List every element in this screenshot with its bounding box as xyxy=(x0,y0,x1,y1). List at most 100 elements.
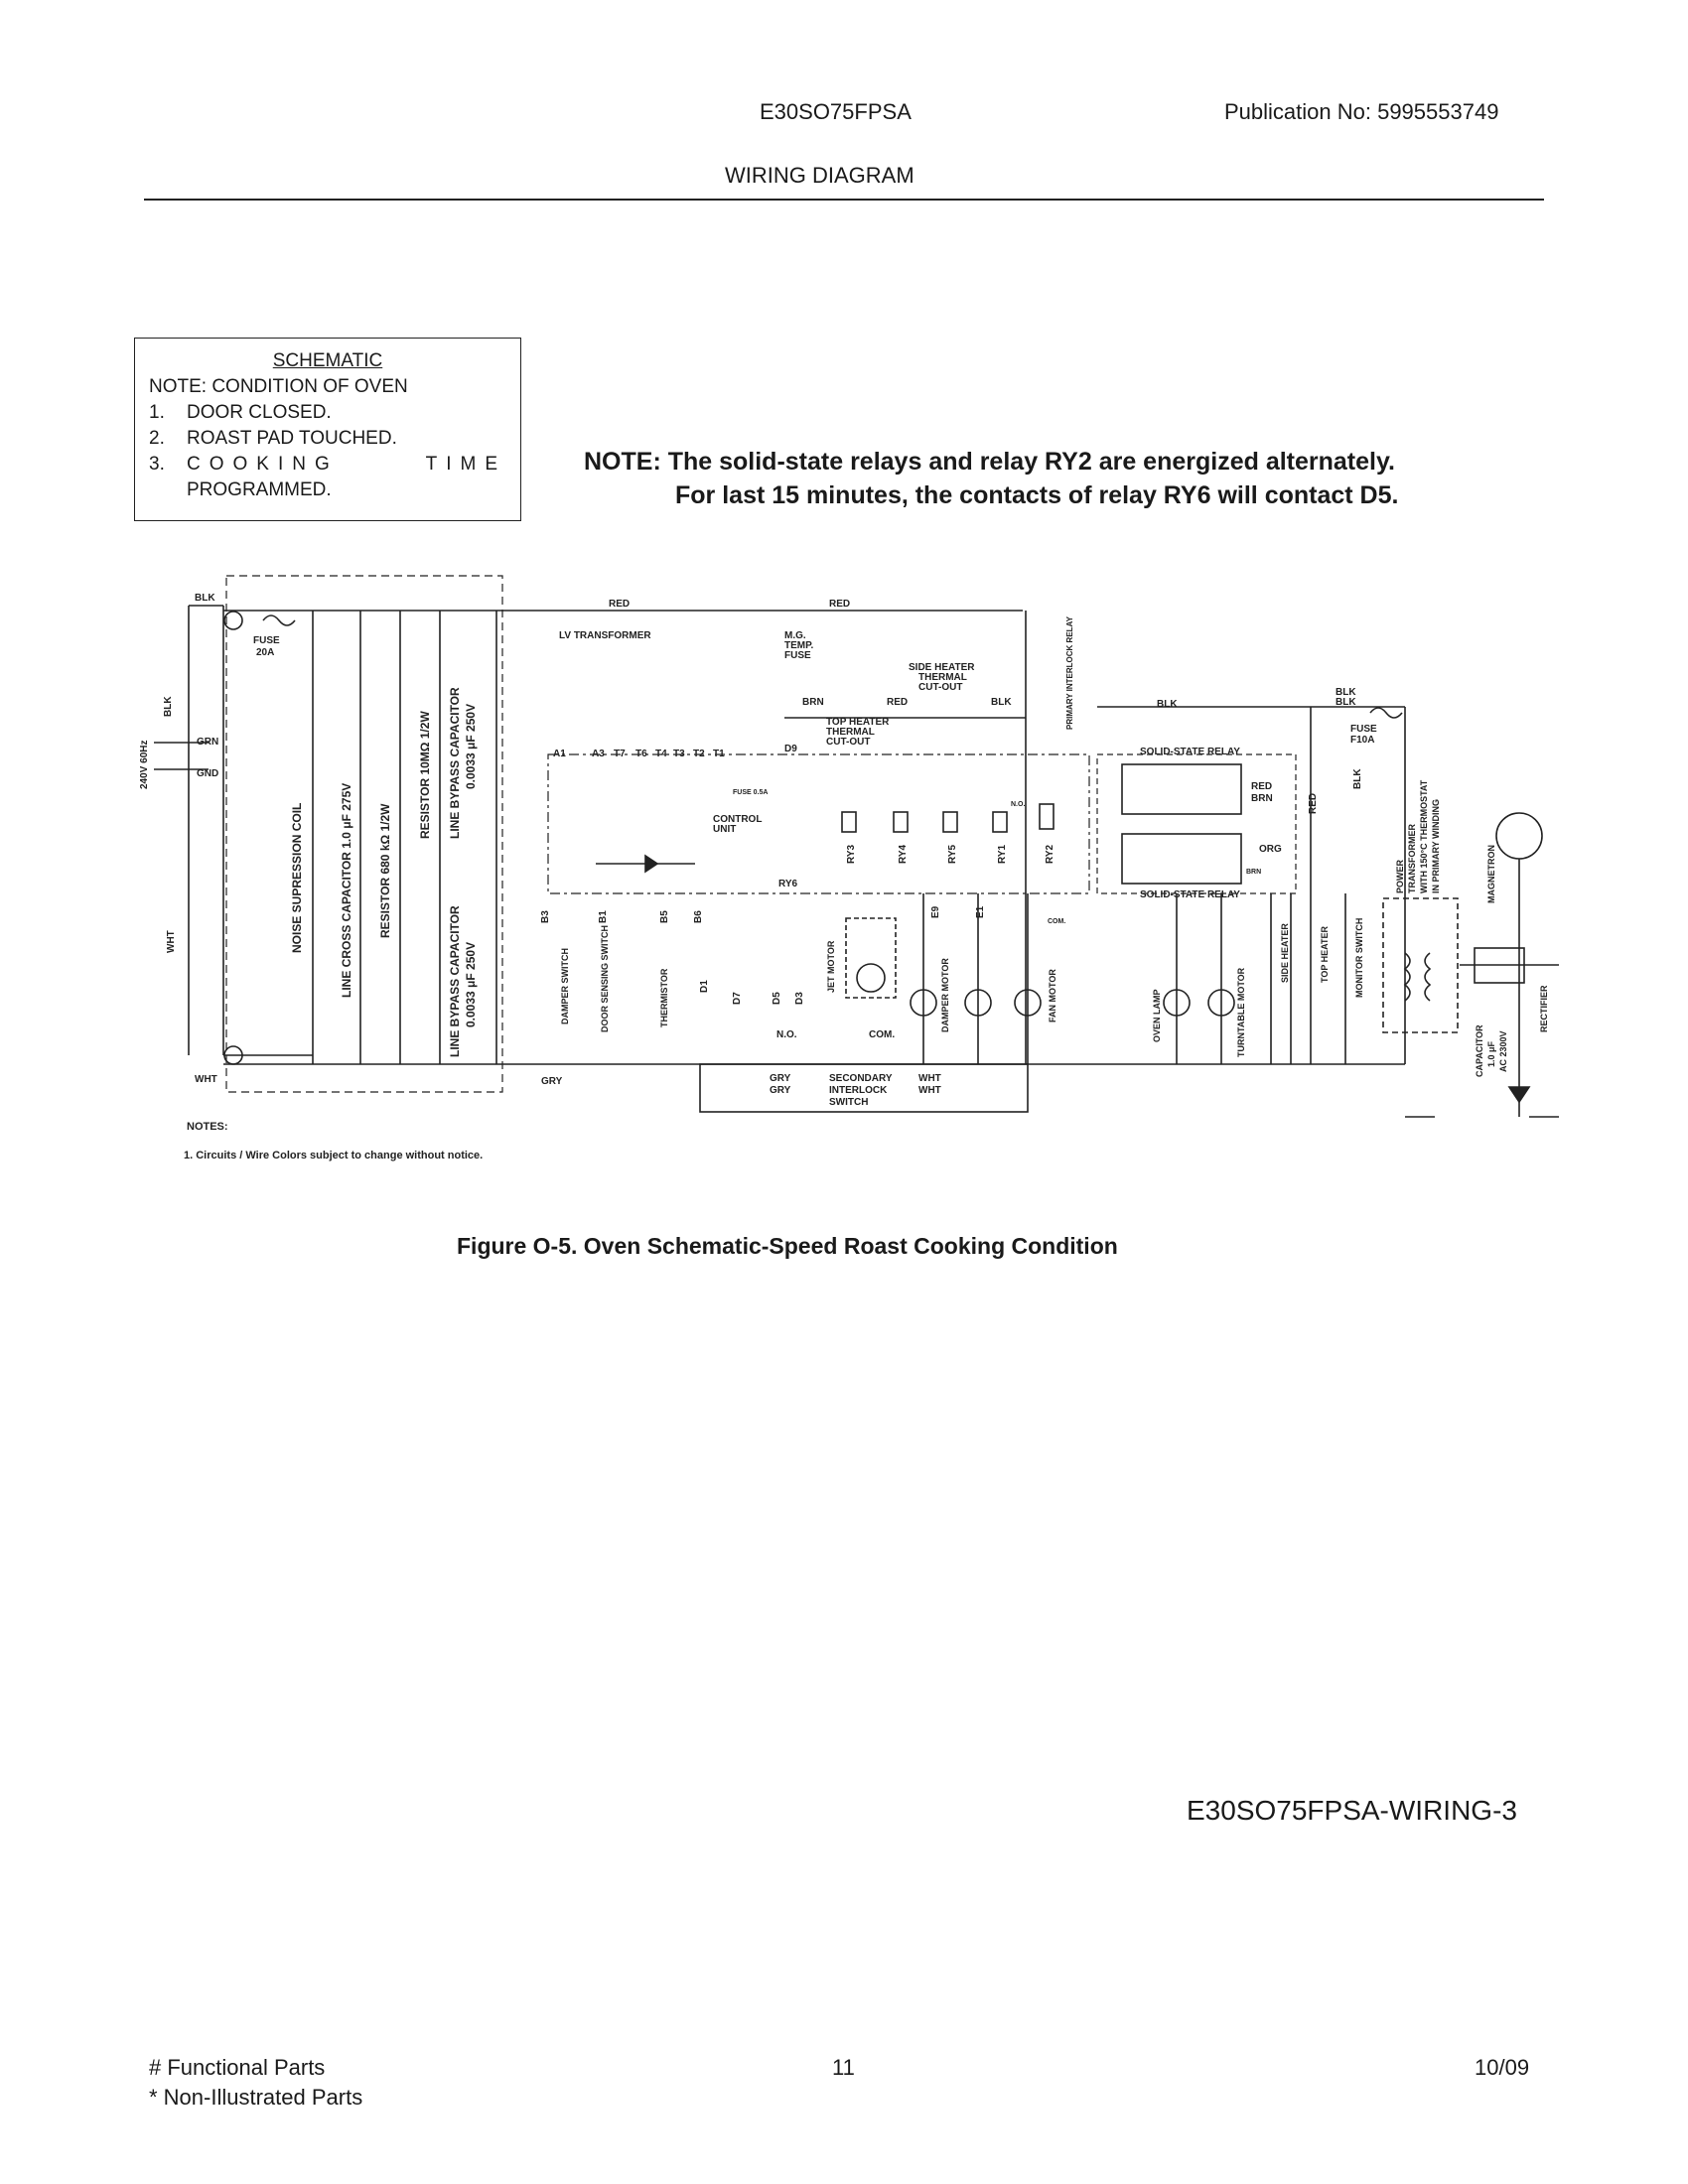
wire-label-gry: GRY xyxy=(541,1076,563,1087)
svg-text:COM.: COM. xyxy=(1048,918,1065,925)
wire-label-wht: WHT xyxy=(195,1074,217,1085)
wire-label-blk-right: BLK xyxy=(1157,699,1178,710)
top-heater-cutout-label: TOP HEATER xyxy=(826,717,890,728)
svg-text:TRANSFORMER: TRANSFORMER xyxy=(1407,824,1417,893)
page-number: 11 xyxy=(832,2055,855,2080)
fuse2-rating: F10A xyxy=(1350,735,1374,746)
wire-label-wht-side: WHT xyxy=(166,930,177,953)
line-bypass-capacitor-label: LINE BYPASS CAPACITOR xyxy=(448,905,462,1057)
notes-title: NOTES: xyxy=(187,1121,228,1133)
schematic-title: SCHEMATIC xyxy=(272,350,383,371)
door-sensing-switch-label: DOOR SENSING SWITCH xyxy=(600,925,610,1032)
ssr1-label: SOLID-STATE RELAY xyxy=(1140,747,1240,757)
svg-text:E1: E1 xyxy=(975,905,986,918)
condition-item: PROGRAMMED. xyxy=(187,479,332,500)
svg-text:IN PRIMARY WINDING: IN PRIMARY WINDING xyxy=(1431,799,1441,893)
fuse-rating: 20A xyxy=(256,647,274,658)
svg-text:T1: T1 xyxy=(713,749,725,759)
line-bypass-capacitor-label: LINE BYPASS CAPACITOR xyxy=(448,687,462,839)
svg-text:AC 2300V: AC 2300V xyxy=(1498,1030,1508,1072)
ssr2-label: SOLID-STATE RELAY xyxy=(1140,889,1240,900)
wire-label-grn: GRN xyxy=(197,737,218,748)
fuse2-label: FUSE xyxy=(1350,724,1377,735)
damper-motor-label: DAMPER MOTOR xyxy=(940,958,950,1032)
svg-text:WHT: WHT xyxy=(918,1073,941,1084)
hv-capacitor-label: CAPACITOR xyxy=(1475,1024,1484,1077)
rectifier-label: RECTIFIER xyxy=(1539,985,1549,1032)
wire-label-blk-side: BLK xyxy=(163,696,174,717)
jet-motor-label: JET MOTOR xyxy=(826,940,836,993)
lv-transformer-label: LV TRANSFORMER xyxy=(559,630,651,641)
wire-label-blk: BLK xyxy=(195,593,215,604)
svg-text:RY1: RY1 xyxy=(997,844,1008,864)
turntable-motor-label: TURNTABLE MOTOR xyxy=(1236,967,1246,1057)
svg-text:SWITCH: SWITCH xyxy=(829,1097,868,1108)
revision-date: 10/09 xyxy=(1475,2055,1530,2080)
svg-text:CUT-OUT: CUT-OUT xyxy=(826,737,870,748)
svg-text:THERMAL: THERMAL xyxy=(918,672,967,683)
svg-text:E9: E9 xyxy=(930,905,941,918)
svg-text:BLK: BLK xyxy=(1352,768,1363,789)
resistor-680k-label: RESISTOR 680 kΩ 1/2W xyxy=(378,803,392,938)
functional-parts-legend: # Functional Parts xyxy=(149,2055,326,2080)
svg-text:BRN: BRN xyxy=(1246,869,1261,876)
wire-label-red1: RED xyxy=(609,599,630,610)
power-transformer-label: POWER xyxy=(1395,859,1405,893)
svg-text:FUSE 0.5A: FUSE 0.5A xyxy=(733,789,768,796)
oven-lamp-label: OVEN LAMP xyxy=(1152,989,1162,1042)
publication-number: Publication No: 5995553749 xyxy=(1224,99,1499,124)
svg-text:0.0033 μF 250V: 0.0033 μF 250V xyxy=(464,942,478,1027)
condition-item: 1. DOOR CLOSED. xyxy=(149,402,332,423)
svg-text:B3: B3 xyxy=(540,910,551,923)
page-title: WIRING DIAGRAM xyxy=(725,163,914,188)
svg-text:D7: D7 xyxy=(732,992,743,1005)
svg-text:B5: B5 xyxy=(659,910,670,923)
thermistor-label: THERMISTOR xyxy=(659,968,669,1027)
svg-text:GRY: GRY xyxy=(770,1073,791,1084)
svg-text:BLK: BLK xyxy=(1336,687,1356,698)
figure-caption: Figure O-5. Oven Schematic-Speed Roast C… xyxy=(457,1233,1118,1259)
primary-interlock-relay-label: PRIMARY INTERLOCK RELAY xyxy=(1065,615,1074,730)
svg-text:B6: B6 xyxy=(693,910,704,923)
fan-motor-label: FAN MOTOR xyxy=(1048,969,1057,1023)
svg-text:ORG: ORG xyxy=(1259,844,1282,855)
wire-label-red-top: RED xyxy=(887,697,908,708)
wire-label-blk-top: BLK xyxy=(991,697,1012,708)
side-heater-cutout-label: SIDE HEATER xyxy=(909,662,975,673)
svg-text:RED: RED xyxy=(1308,793,1319,814)
drawing-id: E30SO75FPSA-WIRING-3 xyxy=(1187,1795,1517,1826)
svg-text:GRY: GRY xyxy=(770,1085,791,1096)
svg-text:T6: T6 xyxy=(635,749,647,759)
monitor-switch-label: MONITOR SWITCH xyxy=(1354,918,1364,998)
terminal-d9: D9 xyxy=(784,744,797,754)
svg-text:FUSE: FUSE xyxy=(784,650,811,661)
svg-text:N.O.: N.O. xyxy=(1011,801,1025,808)
schematic-condition-box: SCHEMATIC NOTE: CONDITION OF OVEN 1. DOO… xyxy=(134,338,521,521)
magnetron-label: MAGNETRON xyxy=(1486,845,1496,903)
footer-left: # Functional Parts * Non-Illustrated Par… xyxy=(149,2053,362,2113)
secondary-no: N.O. xyxy=(776,1029,797,1040)
condition-item: 2. ROAST PAD TOUCHED. xyxy=(149,428,397,449)
relay-note-line2: For last 15 minutes, the contacts of rel… xyxy=(675,481,1399,509)
condition-item: 3. COOKING TIME xyxy=(149,454,506,475)
svg-text:B1: B1 xyxy=(598,910,609,923)
power-supply-label: 240V 60Hz xyxy=(139,741,150,789)
terminal-a3: A3 xyxy=(592,749,605,759)
noise-suppression-coil-label: NOISE SUPRESSION COIL xyxy=(290,803,304,953)
svg-text:WITH 150°C THERMOSTAT: WITH 150°C THERMOSTAT xyxy=(1419,779,1429,893)
terminal-a1: A1 xyxy=(553,749,566,759)
svg-text:T7: T7 xyxy=(614,749,626,759)
svg-text:INTERLOCK: INTERLOCK xyxy=(829,1085,888,1096)
svg-text:WHT: WHT xyxy=(918,1085,941,1096)
svg-text:T4: T4 xyxy=(655,749,667,759)
svg-text:D3: D3 xyxy=(794,992,805,1005)
svg-text:T3: T3 xyxy=(673,749,685,759)
mg-temp-fuse-label: M.G. xyxy=(784,630,806,641)
svg-text:RED: RED xyxy=(1251,781,1272,792)
svg-text:BRN: BRN xyxy=(1251,793,1273,804)
notes-line: 1. Circuits / Wire Colors subject to cha… xyxy=(184,1150,483,1161)
secondary-switch-label: SECONDARY xyxy=(829,1073,893,1084)
wire-label-brn: BRN xyxy=(802,697,824,708)
